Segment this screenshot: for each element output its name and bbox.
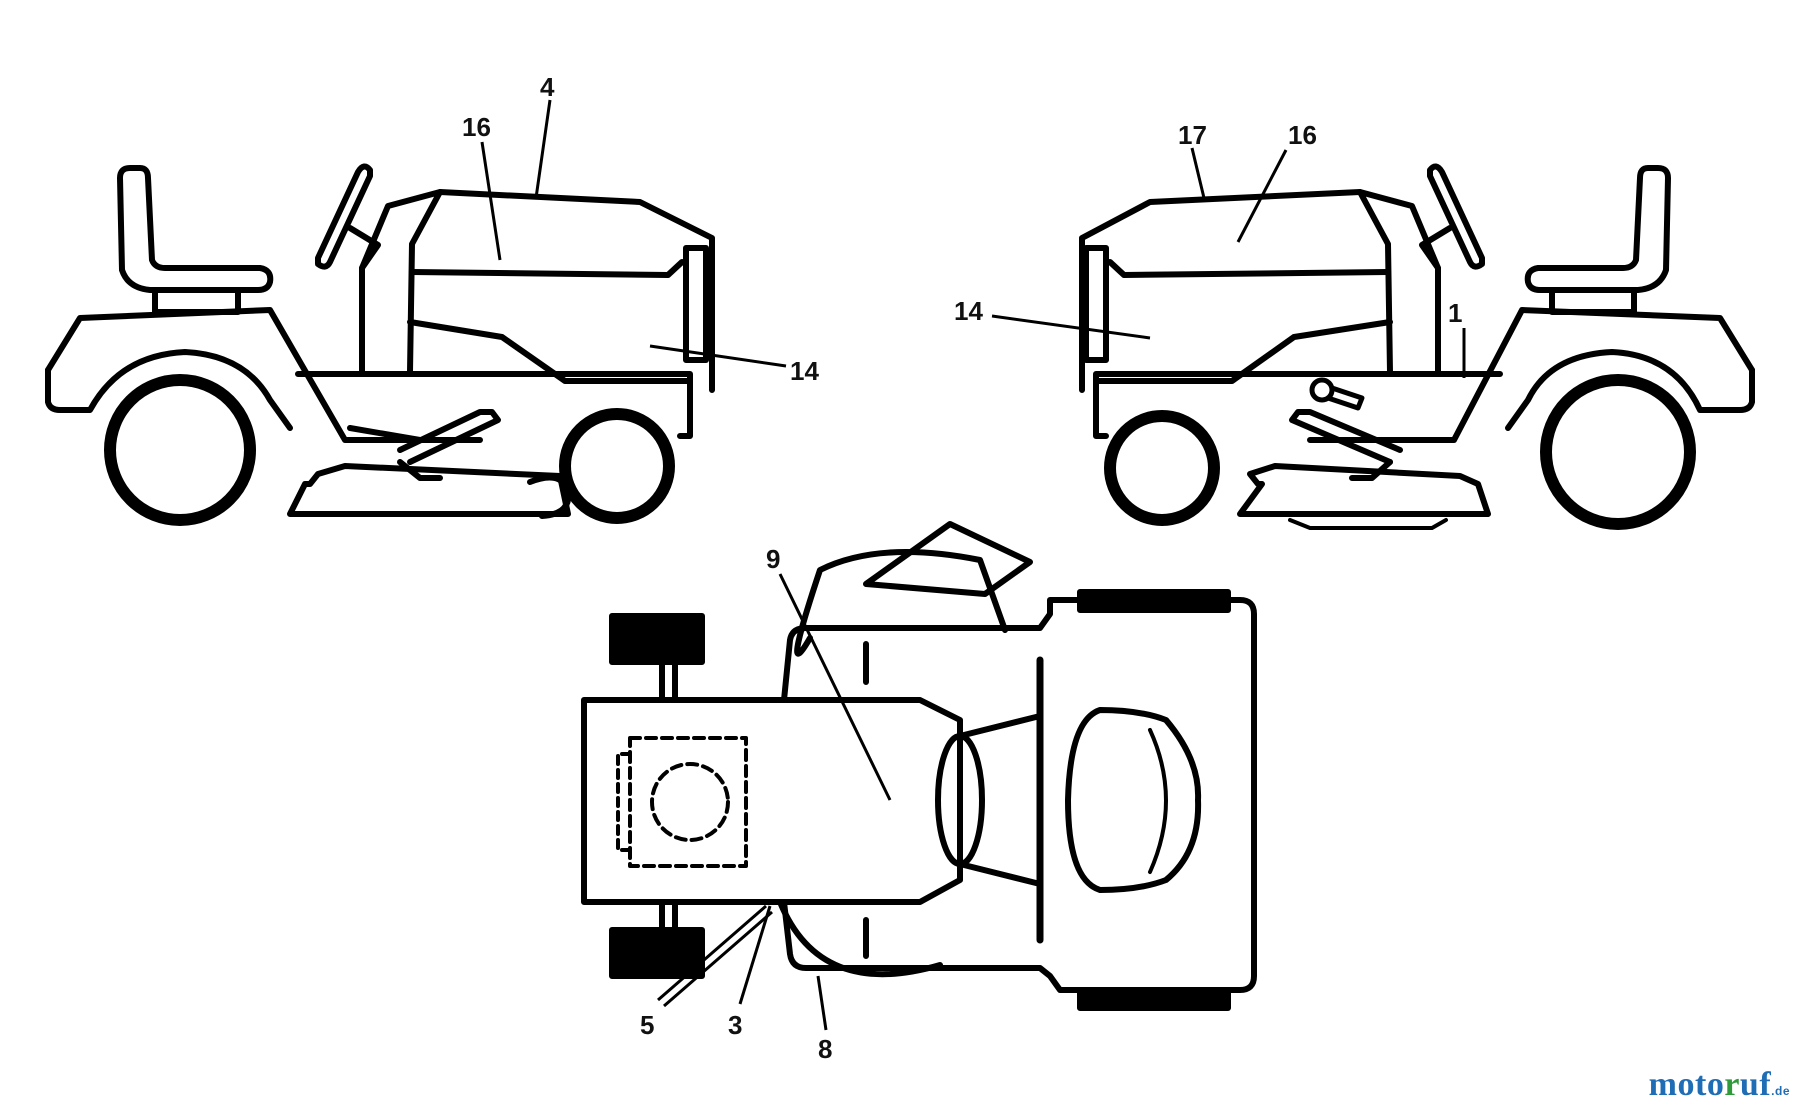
left-steering-wheel bbox=[315, 163, 373, 270]
leader-top-5b bbox=[657, 904, 767, 1002]
left-deck-chute bbox=[527, 474, 572, 519]
leader-left-16 bbox=[480, 141, 502, 261]
top-rear-body bbox=[581, 697, 963, 905]
top-deck-bottom bbox=[777, 899, 943, 978]
right-lever bbox=[1325, 385, 1365, 411]
top-engine-tab bbox=[616, 752, 632, 852]
callout-right-1: 1 bbox=[1448, 298, 1462, 328]
right-frame bbox=[1093, 371, 1503, 439]
watermark-tld: .de bbox=[1771, 1084, 1790, 1098]
left-hood-panel bbox=[407, 319, 693, 384]
right-hood-panel bbox=[1093, 319, 1393, 384]
top-engine-cover bbox=[628, 736, 748, 868]
watermark-part2: r bbox=[1724, 1066, 1740, 1103]
right-grille bbox=[1083, 245, 1109, 363]
top-front-tire-bottom bbox=[1077, 987, 1231, 1011]
leader-right-16 bbox=[1236, 149, 1288, 243]
right-body-outline bbox=[1505, 349, 1755, 431]
top-view bbox=[581, 521, 1257, 1011]
left-grille bbox=[683, 245, 709, 363]
top-rear-wheel-top bbox=[609, 613, 705, 665]
watermark-part3: uf bbox=[1739, 1066, 1772, 1103]
leader-left-14 bbox=[649, 344, 787, 368]
right-pedal bbox=[1289, 409, 1403, 465]
left-hood bbox=[437, 189, 715, 393]
watermark-logo: motoruf.de bbox=[1649, 1066, 1790, 1104]
callout-top-3: 3 bbox=[728, 1010, 742, 1040]
left-front-wheel bbox=[559, 408, 675, 524]
callout-left-14: 14 bbox=[790, 356, 819, 386]
callout-top-8: 8 bbox=[818, 1034, 832, 1064]
right-front-wheel bbox=[1104, 410, 1220, 526]
top-seat bbox=[1065, 707, 1202, 893]
top-front-tire-top bbox=[1077, 589, 1231, 613]
right-deck-skirt bbox=[1288, 518, 1448, 530]
left-body-outline bbox=[45, 349, 293, 431]
leader-left-4 bbox=[534, 99, 552, 199]
callout-left-16: 16 bbox=[462, 112, 491, 142]
right-rear-wheel bbox=[1540, 374, 1696, 530]
leader-right-17 bbox=[1190, 147, 1206, 199]
right-rear-fender bbox=[1307, 307, 1755, 443]
left-hood-lower bbox=[409, 259, 685, 278]
callout-right-17: 17 bbox=[1178, 120, 1207, 150]
callout-left-4: 4 bbox=[540, 72, 555, 102]
left-rear-wheel bbox=[104, 374, 256, 526]
left-deck-link bbox=[397, 459, 443, 481]
leader-top-9 bbox=[778, 573, 892, 801]
left-side-view bbox=[45, 163, 715, 526]
top-discharge-chute bbox=[863, 521, 1033, 597]
right-deck-link bbox=[1349, 459, 1393, 481]
leader-top-3 bbox=[738, 905, 772, 1005]
right-hood-lower bbox=[1107, 259, 1391, 278]
right-steering-column bbox=[1419, 225, 1453, 375]
top-rear-wheel-bottom bbox=[609, 927, 705, 979]
leader-top-8 bbox=[816, 975, 828, 1031]
callout-right-16: 16 bbox=[1288, 120, 1317, 150]
top-engine-cap bbox=[650, 762, 730, 842]
right-side-view bbox=[1079, 163, 1755, 530]
right-hood bbox=[1079, 189, 1363, 393]
leader-top-5 bbox=[663, 910, 773, 1008]
callout-right-14: 14 bbox=[954, 296, 983, 326]
left-dashboard bbox=[359, 189, 443, 375]
left-mower-deck bbox=[287, 463, 571, 517]
right-seat bbox=[1524, 165, 1671, 293]
leader-right-14 bbox=[991, 314, 1151, 340]
left-steering-column bbox=[347, 225, 381, 375]
right-dashboard bbox=[1357, 189, 1441, 375]
right-steering-wheel bbox=[1427, 163, 1485, 270]
top-seat-back bbox=[1148, 728, 1168, 874]
right-mower-deck bbox=[1237, 463, 1491, 517]
callout-top-5: 5 bbox=[640, 1010, 654, 1040]
top-deck-outline bbox=[794, 549, 1008, 657]
left-frame bbox=[295, 371, 693, 439]
top-center-frame bbox=[781, 597, 1257, 993]
callout-top-9: 9 bbox=[766, 544, 780, 574]
left-pedal bbox=[397, 409, 501, 465]
leader-lines bbox=[480, 99, 1466, 1031]
top-axle-posts bbox=[659, 659, 678, 933]
watermark-part1: moto bbox=[1648, 1066, 1725, 1103]
callout-labels: 4 16 14 17 16 14 1 9 5 3 8 bbox=[462, 72, 1462, 1064]
left-seat bbox=[117, 165, 274, 293]
